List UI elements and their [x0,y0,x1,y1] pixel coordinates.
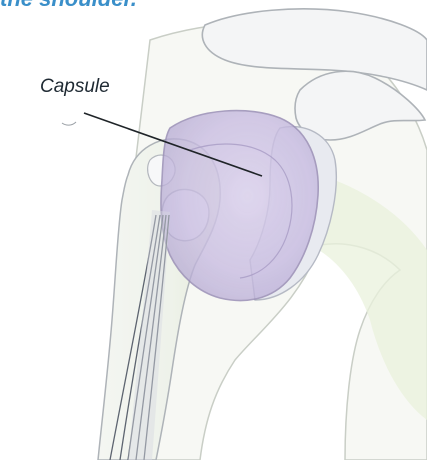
smudge-mark [62,122,76,125]
capsule-label: Capsule [40,76,110,98]
joint-capsule [161,111,318,301]
